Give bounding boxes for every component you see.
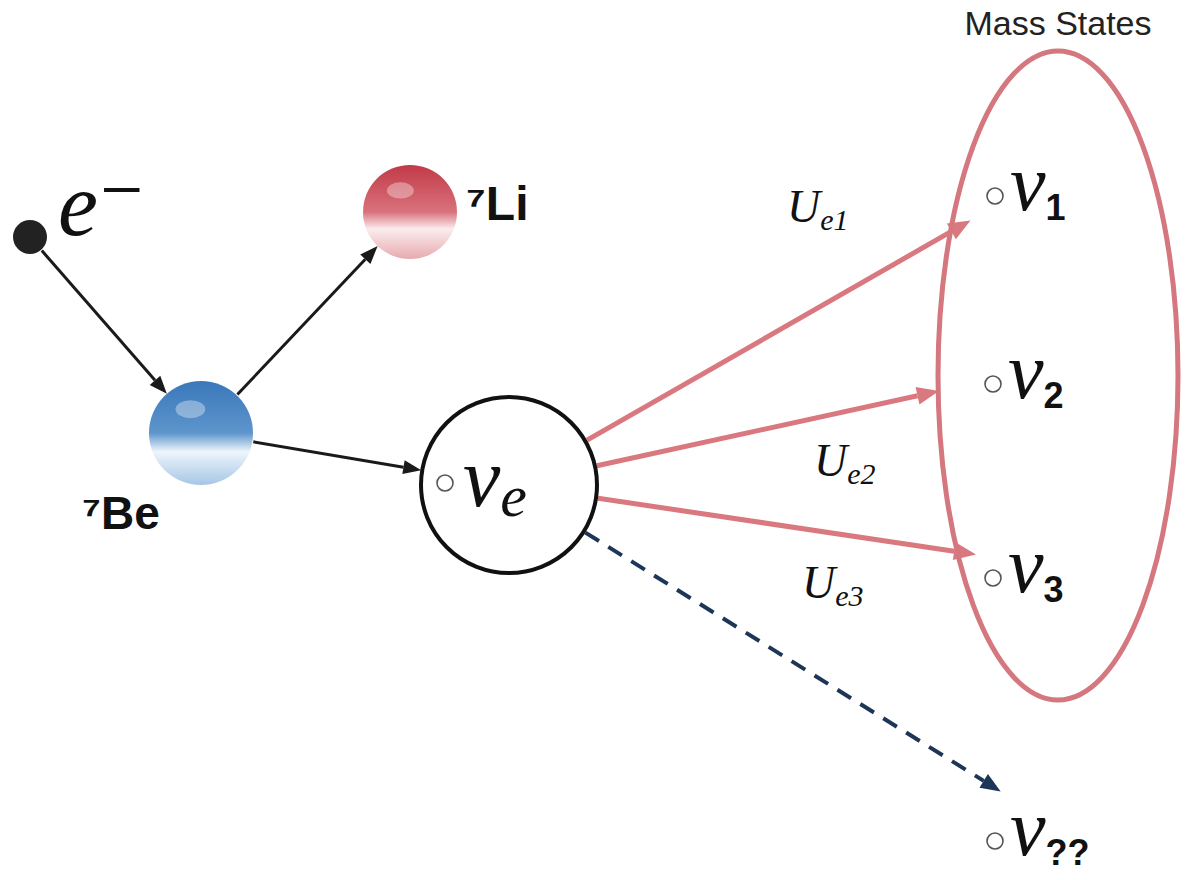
subscript: 1 [1046, 187, 1066, 228]
neutrino-label: ν?? [1010, 783, 1090, 874]
subscript: e2 [847, 457, 875, 490]
symbol: ν [463, 431, 500, 524]
mass-state-node: ν1 [950, 146, 1120, 221]
neutrino-label: ν2 [1008, 326, 1064, 417]
arrow-connector [253, 442, 403, 467]
mixing-element-label: Ue2 [812, 434, 878, 487]
arrow-connector [585, 533, 983, 781]
arrow-connector [42, 251, 155, 381]
mass-state-node: ν3 [975, 528, 1125, 603]
neutrino-label: ν1 [1010, 138, 1066, 229]
symbol: ν [1010, 784, 1046, 872]
unknown-state-node: ν?? [985, 791, 1135, 866]
nucleus-label: ⁷Li [466, 180, 528, 228]
group-heading: Mass States [935, 6, 1181, 40]
flavor-state-circle: νe [419, 395, 599, 575]
symbol: U [787, 181, 820, 232]
subscript: e3 [835, 579, 863, 612]
mixing-element-label: Ue3 [800, 556, 866, 609]
subscript: e1 [820, 203, 848, 236]
electron-dot [12, 219, 48, 255]
neutrino-label: νe [463, 429, 527, 526]
nucleus-node: ⁷Li [362, 164, 458, 260]
symbol: U [814, 435, 847, 486]
nucleus-label: ⁷Be [82, 490, 160, 536]
neutrino-label: ν3 [1008, 520, 1064, 611]
mixing-element-label: Ue1 [785, 180, 851, 233]
electron-node: e⁻ [12, 219, 48, 255]
arrow-connector [587, 231, 951, 440]
state-marker [986, 187, 1004, 205]
nucleus-sphere [148, 380, 254, 486]
symbol: ν [1008, 327, 1044, 415]
subscript: 2 [1044, 375, 1064, 416]
mass-states-ellipse: Mass Statesν1ν2ν3 [935, 48, 1181, 703]
symbol: ν [1008, 521, 1044, 609]
subscript: e [500, 463, 527, 529]
symbol: ν [1010, 139, 1046, 227]
symbol: U [802, 557, 835, 608]
state-marker [984, 569, 1002, 587]
arrow-connector [237, 259, 365, 394]
subscript: 3 [1044, 569, 1064, 610]
subscript: ?? [1046, 832, 1090, 873]
state-marker [984, 375, 1002, 393]
arrow-connector [598, 498, 954, 551]
mass-state-node: ν2 [938, 334, 1118, 409]
nucleus-node: ⁷Be [148, 380, 254, 486]
nucleus-sphere [362, 164, 458, 260]
particle-label: e⁻ [58, 160, 145, 250]
state-marker [986, 832, 1004, 850]
